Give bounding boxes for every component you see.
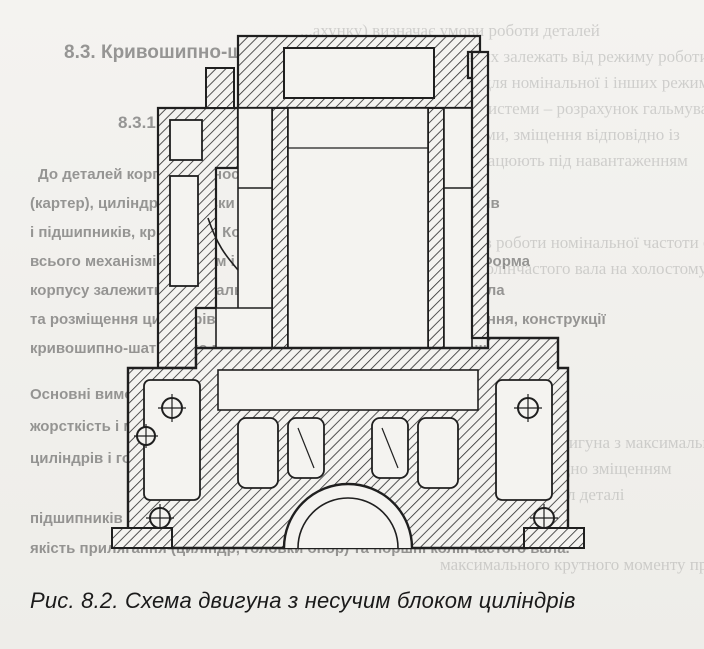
cylinder-head: [236, 34, 482, 110]
water-jacket: [207, 217, 273, 349]
bolt-hole-mid-left: [134, 424, 158, 448]
cylinder-liner: [237, 107, 473, 359]
bolt-hole-right-upper: [514, 394, 542, 422]
base-flanges: [111, 527, 585, 549]
block-right-wall: [470, 50, 490, 340]
bleed-line: максимального крутного моменту при часто…: [440, 555, 704, 574]
figure-caption: Рис. 8.2. Схема двигуна з несучим блоком…: [30, 588, 576, 613]
crankcase: [126, 336, 570, 550]
engine-block-diagram: [111, 34, 585, 550]
bolt-holes: [134, 394, 558, 532]
bolt-hole-left-lower: [146, 504, 174, 532]
bolt-hole-left-upper: [158, 394, 186, 422]
